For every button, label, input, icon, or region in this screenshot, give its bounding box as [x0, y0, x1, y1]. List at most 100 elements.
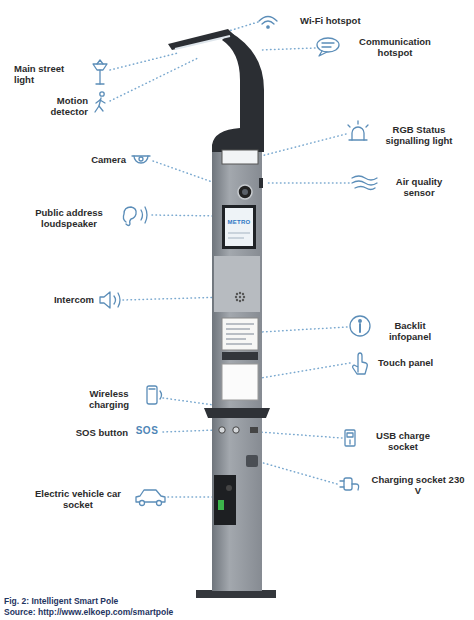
display-screen	[228, 232, 250, 234]
feature-label: RGB Status signalling light	[372, 124, 466, 147]
ear-icon	[145, 207, 147, 223]
speaker-icon	[118, 293, 120, 307]
phone-icon	[147, 386, 162, 404]
ev-socket	[214, 475, 236, 525]
feature-label: Communication hotspot	[352, 36, 438, 59]
backlit-infopanel	[222, 318, 258, 350]
wireless-charging-ledge	[204, 408, 270, 418]
car-icon	[157, 501, 162, 506]
info-icon	[359, 324, 361, 332]
camera-dome-icon	[134, 156, 148, 163]
backlit-infopanel	[226, 343, 252, 345]
leader-lines	[152, 215, 219, 216]
motion-person-icon	[100, 92, 104, 96]
pole-body	[196, 590, 276, 598]
car-icon	[140, 501, 145, 506]
backlit-infopanel	[226, 333, 254, 335]
ear-icon	[141, 210, 143, 220]
leader-lines	[261, 327, 347, 332]
motion-person-icon	[95, 106, 99, 112]
hand-icon	[353, 353, 368, 374]
usb-icon	[345, 430, 355, 446]
sos-icon-text: SOS	[131, 425, 163, 437]
usb-icon	[345, 430, 355, 446]
siren-icon	[348, 121, 368, 140]
air-icon	[355, 187, 375, 190]
intercom-panel	[239, 296, 241, 298]
plug-icon	[340, 486, 344, 487]
rgb-status-light	[222, 150, 258, 164]
siren-icon	[352, 127, 364, 140]
ev-socket	[226, 485, 232, 491]
phone-icon	[149, 388, 155, 389]
display-screen	[228, 237, 244, 239]
intercom-panel	[239, 292, 241, 294]
camera-lens	[238, 185, 252, 199]
air-icon	[352, 181, 377, 185]
siren-icon	[357, 121, 358, 124]
backlit-infopanel	[226, 328, 250, 330]
usb-icon	[349, 440, 350, 444]
phone-icon	[147, 386, 157, 404]
communication-icon	[319, 51, 327, 56]
source-line: Source: http://www.elkoep.com/smartpole	[4, 607, 304, 617]
speaker-icon	[114, 296, 116, 304]
intercom-panel	[236, 299, 238, 301]
motion-person-icon	[100, 100, 105, 103]
ev-socket	[214, 475, 236, 525]
feature-label: Charging socket 230 V	[370, 474, 466, 497]
camera-dome-icon	[132, 156, 150, 163]
touch-panel	[222, 352, 258, 360]
leader-lines	[260, 462, 337, 484]
wireless-charging-ledge	[204, 408, 270, 418]
feature-label: Wi-Fi hotspot	[300, 15, 400, 26]
info-icon	[350, 316, 370, 336]
feature-label: SOS button	[46, 427, 128, 438]
siren-icon	[348, 125, 350, 127]
info-icon	[359, 320, 362, 323]
buttons-and-sockets	[250, 427, 258, 433]
leader-lines	[168, 496, 213, 498]
street-lamp-icon	[97, 60, 103, 64]
buttons-and-sockets	[246, 455, 258, 467]
motion-person-icon	[96, 100, 100, 103]
air-icon	[352, 176, 377, 190]
car-icon	[136, 490, 165, 502]
display-screen	[222, 205, 256, 249]
leader-lines	[261, 363, 350, 378]
air-quality-sensor	[259, 178, 263, 188]
intercom-panel	[243, 296, 245, 298]
backlit-infopanel	[222, 318, 258, 350]
wifi-icon	[259, 17, 277, 22]
display-screen	[225, 208, 253, 246]
backlit-infopanel	[226, 338, 246, 340]
air-icon	[352, 176, 377, 180]
display-screen	[222, 205, 256, 249]
touch-panel	[222, 352, 258, 400]
buttons-and-sockets	[219, 427, 225, 433]
leader-lines	[260, 48, 315, 50]
info-icon	[350, 316, 370, 336]
feature-label: Backlit infopanel	[378, 320, 442, 343]
ev-socket	[218, 500, 224, 510]
screen-logo: METRO	[225, 219, 253, 226]
feature-label: Public address loudspeaker	[24, 207, 114, 230]
feature-label: Wireless charging	[80, 388, 138, 411]
pole-body	[212, 32, 264, 152]
leader-lines	[163, 430, 217, 432]
camera-dome-icon	[139, 157, 143, 161]
intercom-panel	[235, 296, 237, 298]
speaker-icon	[100, 292, 120, 308]
leader-lines	[261, 134, 346, 156]
backlit-infopanel	[226, 323, 254, 325]
feature-label: Main street light	[14, 63, 84, 86]
leader-lines	[110, 53, 178, 70]
plug-icon	[352, 484, 359, 490]
street-lamp-head	[175, 36, 230, 49]
wifi-icon	[267, 26, 269, 28]
touch-panel	[222, 364, 258, 400]
feature-label: Touch panel	[378, 357, 454, 368]
rgb-status-light	[222, 150, 258, 164]
